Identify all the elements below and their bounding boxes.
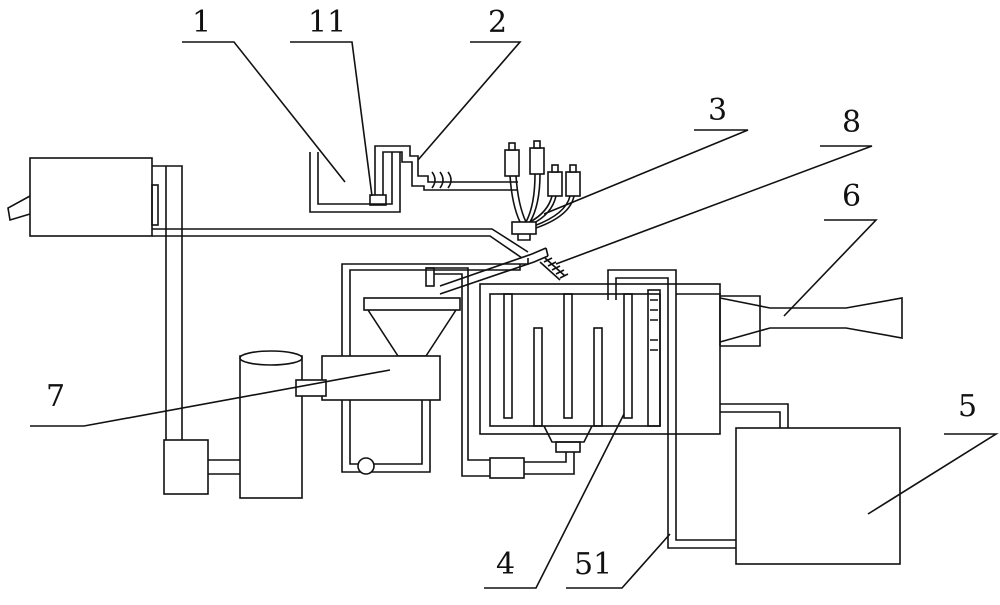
label-7: 7 [46,379,66,414]
blower-6 [676,293,903,347]
label-1: 1 [192,5,212,40]
right-pipes [720,403,789,428]
label-3: 3 [708,93,728,128]
spout-8 [439,247,569,295]
long-horizontal-pipe [152,228,529,259]
label-51: 51 [574,547,613,582]
feeder-7 [163,297,461,499]
left-top-unit [7,157,183,440]
label-11: 11 [308,5,347,40]
label-8: 8 [842,105,862,140]
label-6: 6 [842,179,862,214]
label-5: 5 [958,389,978,424]
leader-lines [30,41,999,589]
inlet-pipe [425,267,490,477]
main-tank-4 [479,283,721,479]
label-2: 2 [488,5,508,40]
tank-1 [309,145,518,213]
label-4: 4 [496,547,516,582]
unit-5 [735,427,901,565]
pipe-51 [607,269,736,549]
nozzle-assembly-3 [504,140,581,241]
